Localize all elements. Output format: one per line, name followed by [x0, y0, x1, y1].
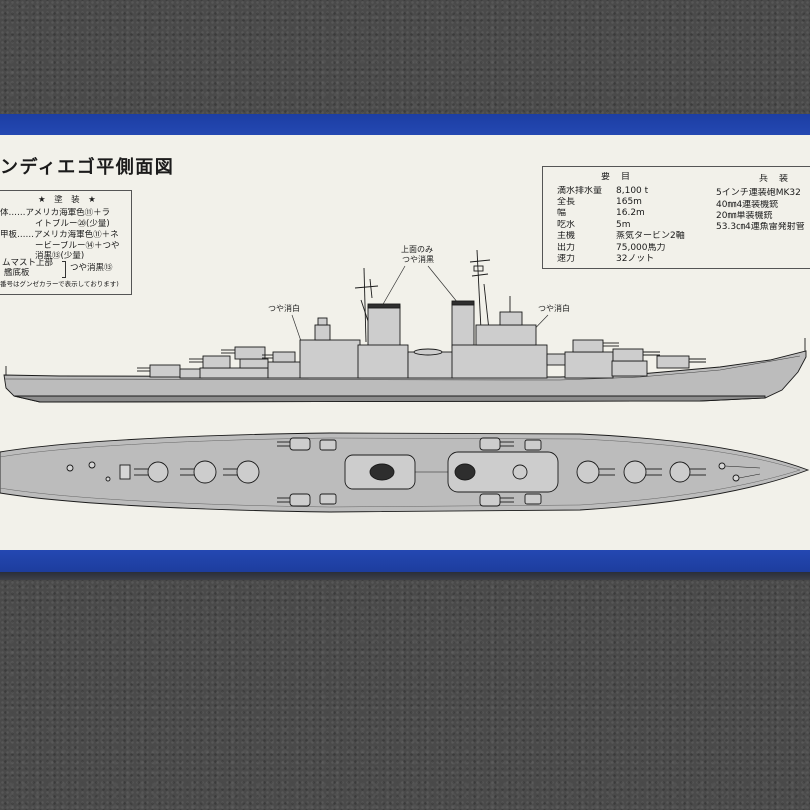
- annotation-flat-white-right: つや消白: [538, 304, 570, 313]
- forward-mast: [469, 249, 491, 331]
- aft-funnel-top-plan: [369, 463, 395, 481]
- spec-label: 幅: [557, 208, 567, 218]
- painting-hull-continued: イトブルー⑳(少量): [35, 219, 110, 229]
- forward-funnel-top-plan: [454, 463, 476, 481]
- bridge-deck: [475, 324, 537, 346]
- painting-deck-continued-1: ービーブルー⑭＋つや: [35, 241, 120, 251]
- painting-bottom: 艦底板: [4, 268, 30, 278]
- ships-boat: [413, 348, 443, 356]
- spec-label: 主機: [557, 231, 576, 241]
- forward-gun-mount-a: [656, 355, 706, 369]
- armament-heading: 兵 装: [759, 174, 790, 184]
- forward-funnel-cap: [451, 300, 475, 306]
- bridge-base: [451, 344, 548, 379]
- aft-funnel: [367, 305, 401, 351]
- forward-funnel: [451, 302, 475, 349]
- starboard-aft-side-mount: [277, 493, 311, 507]
- deck-edge-plan: [0, 437, 801, 508]
- painting-mast-top: ムマスト上部: [2, 258, 54, 268]
- spec-value: 蒸気タービン2軸: [616, 231, 685, 241]
- bridge-director: [499, 311, 523, 326]
- aft-gun-mount-2: [189, 355, 231, 369]
- annotation-flat-white-left: つや消白: [268, 304, 300, 313]
- forward-gun-mount-b: [612, 348, 660, 362]
- aft-gun-director: [314, 324, 331, 341]
- painting-color-note: 番号はグンゼカラーで表示しております): [0, 280, 119, 288]
- spec-value: 75,000馬力: [616, 243, 666, 253]
- painting-bracket: [62, 261, 66, 278]
- armament-item: 40㎜4連装機銃: [716, 200, 779, 210]
- painting-deck: 甲板……アメリカ海軍色⑪＋ネ: [0, 230, 119, 240]
- carpet-background-bottom: [0, 580, 810, 810]
- annotation-flat-black: つや消黒: [402, 255, 434, 264]
- forward-superstructure: [564, 351, 614, 379]
- spec-label: 出力: [557, 243, 576, 253]
- aft-mount-support: [239, 358, 269, 369]
- armament-item: 5インチ連装砲MK32: [716, 188, 801, 198]
- leader-line-aft-mast: [381, 265, 406, 307]
- aft-structure-block: [299, 339, 361, 379]
- painting-heading: ★ 塗 装 ★: [38, 195, 96, 205]
- starboard-forward-side-mount: [479, 493, 514, 507]
- box-bottom-edge: [0, 572, 810, 580]
- ship-plan-view: [0, 432, 810, 513]
- forward-turret-c-plan: [576, 460, 615, 484]
- spec-value: 5m: [616, 220, 631, 230]
- ship-drawings: [0, 249, 810, 513]
- midship-structure: [407, 351, 454, 379]
- leader-line-forward-mast: [427, 265, 459, 304]
- boot-topping: [13, 395, 766, 403]
- spec-value: 32ノット: [616, 254, 655, 264]
- spec-value: 8,100 t: [616, 186, 649, 196]
- spec-value: 165m: [616, 197, 642, 207]
- forward-turret-a-plan: [669, 461, 706, 483]
- painting-flat-black: つや消黒⑬: [70, 263, 113, 273]
- aft-secondary-mount: [262, 351, 296, 363]
- aft-turret-3-plan: [223, 460, 260, 484]
- stern-fittings: [66, 461, 131, 482]
- annotation-top-only: 上面のみ: [401, 245, 433, 254]
- forward-mount-support: [611, 360, 648, 377]
- ship-side-profile: [3, 249, 807, 403]
- armament-item: 53.3㎝4連魚雷発射管: [716, 222, 805, 232]
- starboard-forward-40mm: [524, 493, 542, 505]
- aft-gun-mount-1: [137, 364, 181, 378]
- aft-gun-mount-3: [221, 346, 266, 360]
- box-blue-band-top: [0, 114, 810, 135]
- spec-label: 吃水: [557, 220, 576, 230]
- box-side-panel: ンディエゴ平側面図 ★ 塗 装 ★ 体……アメリカ海軍色⑪＋ラ イトブルー⑳(少…: [0, 135, 810, 550]
- specs-heading: 要 目: [601, 172, 632, 182]
- specifications-box: 要 目 兵 装 満水排水量 8,100 t 全長 165m 幅 16.2m 吃水…: [542, 166, 810, 269]
- spec-label: 速力: [557, 254, 576, 264]
- painting-deck-continued-2: 消黒⑬(少量): [35, 251, 85, 261]
- aft-director-top: [317, 317, 328, 326]
- bridge-plan: [447, 451, 559, 493]
- aft-midship-structure: [357, 344, 409, 379]
- painting-hull: 体……アメリカ海軍色⑪＋ラ: [0, 208, 111, 218]
- forward-gun-mount-c: [572, 339, 619, 353]
- forward-turret-b-plan: [623, 460, 662, 484]
- aft-funnel-cap: [367, 303, 401, 309]
- aft-deckhouse: [199, 367, 269, 379]
- page-title: ンディエゴ平側面図: [0, 157, 175, 178]
- box-blue-band-bottom: [0, 550, 810, 572]
- carpet-background-top: [0, 0, 810, 114]
- starboard-40mm-mount: [319, 493, 337, 505]
- deck-edge-line: [4, 355, 801, 381]
- port-40mm-mount: [319, 439, 337, 451]
- aft-turret-1-plan: [134, 461, 169, 483]
- painting-guide-box: ★ 塗 装 ★ 体……アメリカ海軍色⑪＋ラ イトブルー⑳(少量) 甲板……アメリ…: [0, 190, 132, 295]
- port-forward-40mm: [524, 439, 542, 451]
- port-forward-side-mount: [479, 437, 514, 451]
- bow-fittings: [718, 462, 761, 482]
- spec-label: 全長: [557, 197, 576, 207]
- port-aft-side-mount: [277, 437, 311, 451]
- spec-value: 16.2m: [616, 208, 645, 218]
- aft-pedestal: [179, 368, 203, 379]
- aft-turret-2-plan: [180, 460, 217, 484]
- spec-label: 満水排水量: [557, 186, 603, 196]
- bridge-director-plan: [512, 464, 528, 480]
- armament-item: 20㎜単装機銃: [716, 211, 773, 221]
